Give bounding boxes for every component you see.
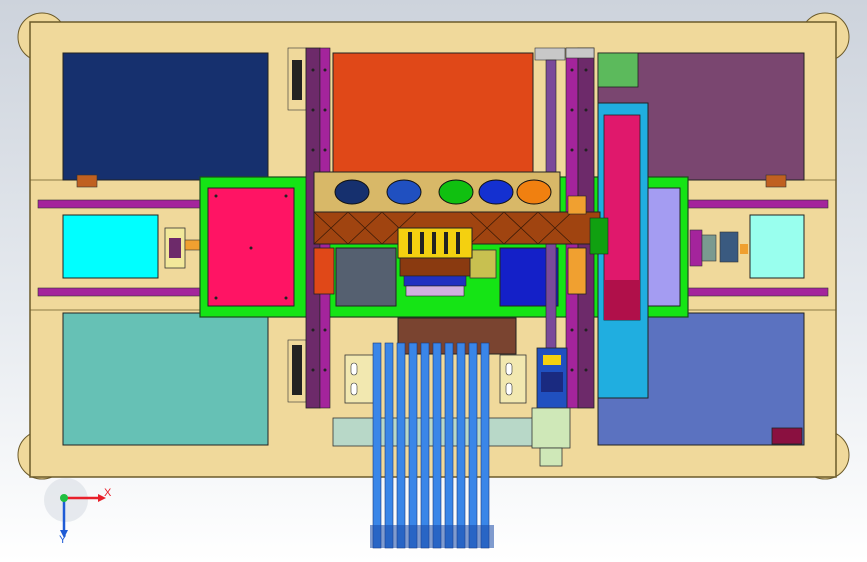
- panel-top-center: [332, 52, 534, 174]
- gripper-head: [397, 227, 473, 297]
- cylinder-right: [689, 229, 748, 267]
- axis-y-label: Y: [59, 534, 67, 546]
- orange-bracket-top: [567, 195, 587, 215]
- cyan-block-right: [749, 214, 805, 279]
- orange-block-right: [567, 247, 587, 295]
- orange-block-left: [313, 247, 335, 295]
- axis-x-label: X: [104, 487, 112, 499]
- sky-column: [597, 102, 649, 399]
- panel-bottom-left: [62, 312, 269, 446]
- panel-top-left: [62, 52, 269, 181]
- cylinder-left: [164, 227, 208, 269]
- servo-motor: [531, 347, 571, 467]
- green-tab: [597, 52, 639, 88]
- gantry-beam: [313, 171, 601, 245]
- green-side-plate: [589, 217, 609, 255]
- lavender-block: [644, 187, 681, 307]
- olive-block: [469, 249, 497, 279]
- maroon-tab: [771, 427, 803, 445]
- cyan-block-left: [62, 214, 159, 279]
- rail-bolts: [311, 68, 588, 372]
- rail-brackets: [76, 174, 787, 188]
- tool-fingers: [370, 342, 494, 549]
- mount-plate-left: [344, 354, 376, 404]
- mount-plate-right: [499, 354, 527, 404]
- gray-block: [335, 247, 397, 307]
- axis-triad: X Y: [44, 478, 112, 546]
